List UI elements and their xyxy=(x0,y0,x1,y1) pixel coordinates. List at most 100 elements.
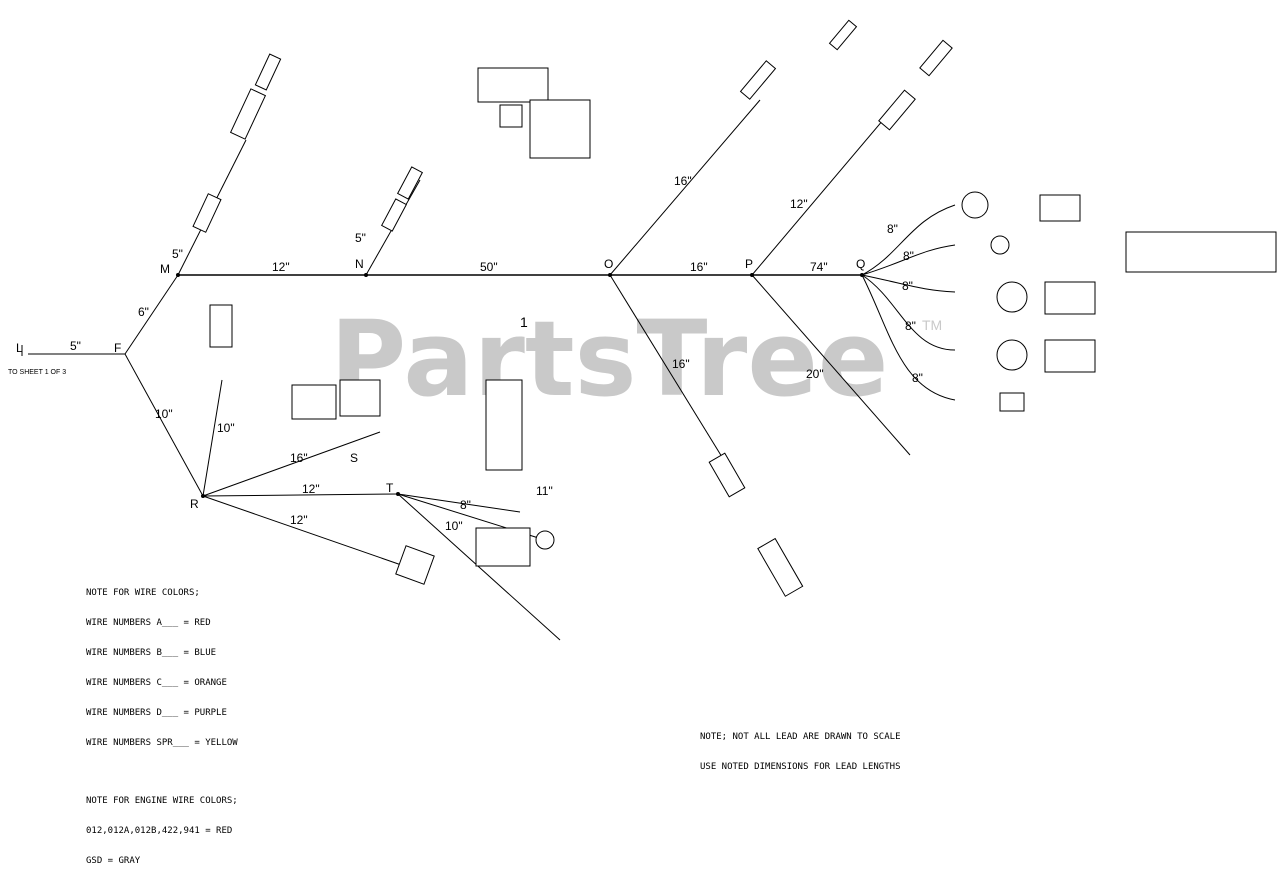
wire-color-notes: NOTE FOR WIRE COLORS; WIRE NUMBERS A___ … xyxy=(86,568,238,876)
dim-r-t: 12" xyxy=(302,482,320,496)
lead-q-4 xyxy=(861,274,956,351)
wire-note-line: WIRE NUMBERS SPR___ = YELLOW xyxy=(86,738,238,748)
node-label-n: N xyxy=(355,257,364,271)
module-n xyxy=(499,104,523,128)
lead-p-down xyxy=(751,274,911,456)
trademark-text: TM xyxy=(922,317,942,333)
label-box-n xyxy=(477,67,549,103)
lead-q-3 xyxy=(861,274,956,293)
dim-q-4: 8" xyxy=(905,319,916,333)
lead-r-up xyxy=(202,379,223,497)
lead-t-a xyxy=(397,493,521,513)
connector-o-down-2 xyxy=(757,537,804,597)
dim-t-b: 11" xyxy=(536,484,553,498)
sheet-reference: TO SHEET 1 OF 3 xyxy=(8,369,66,376)
node-p-dot xyxy=(750,273,754,277)
lead-p-up xyxy=(751,99,901,276)
wire-note-line: WIRE NUMBERS B___ = BLUE xyxy=(86,648,217,658)
scale-note: NOTE; NOT ALL LEAD ARE DRAWN TO SCALE US… xyxy=(700,712,900,782)
dim-p-down: 20" xyxy=(806,367,824,381)
lead-o-up xyxy=(609,99,761,276)
dim-q-1: 8" xyxy=(887,222,898,236)
connector-t-b xyxy=(535,530,555,550)
scale-note-line: USE NOTED DIMENSIONS FOR LEAD LENGTHS xyxy=(700,762,901,772)
plug-q-3 xyxy=(1044,281,1096,315)
connector-m-1 xyxy=(229,88,267,140)
module-r-2 xyxy=(339,379,381,417)
callout-number: 1 xyxy=(520,314,528,330)
lead-r-mid xyxy=(202,431,381,497)
dim-n-o: 50" xyxy=(480,260,498,274)
wire-note-line: NOTE FOR WIRE COLORS; xyxy=(86,588,200,598)
wire-note-line: WIRE NUMBERS A___ = RED xyxy=(86,618,211,628)
dim-p-up: 12" xyxy=(790,197,808,211)
lead-o-down xyxy=(609,274,731,471)
connector-q-3 xyxy=(996,281,1028,313)
key-switch xyxy=(1039,194,1081,222)
module-r-3 xyxy=(485,379,523,471)
connector-q-2 xyxy=(990,235,1010,255)
pto-switch-box xyxy=(1125,231,1277,273)
label-box-t xyxy=(475,527,531,567)
dim-f-m: 6" xyxy=(138,305,149,319)
dim-m-n: 12" xyxy=(272,260,290,274)
engine-note-line: GSD = GRAY xyxy=(86,856,141,866)
lead-q-1 xyxy=(861,204,956,276)
connector-o-down xyxy=(708,452,746,498)
node-label-q: Q xyxy=(856,257,865,271)
connector-p-2 xyxy=(919,39,953,77)
dim-p-q: 74" xyxy=(810,260,828,274)
plug-q-4 xyxy=(1044,339,1096,373)
engine-note-line: NOTE FOR ENGINE WIRE COLORS; xyxy=(86,796,238,806)
wire-note-line: WIRE NUMBERS C___ = ORANGE xyxy=(86,678,227,688)
node-label-f: F xyxy=(114,341,121,355)
lead-q-5 xyxy=(861,274,956,401)
engine-note-line: 012,012A,012B,422,941 = RED xyxy=(86,826,233,836)
node-q-dot xyxy=(860,273,864,277)
node-n-dot xyxy=(364,273,368,277)
dim-q-5: 8" xyxy=(912,371,923,385)
dim-t-a: 8" xyxy=(460,498,471,512)
key-switch-plug xyxy=(961,191,989,219)
dim-q-3: 8" xyxy=(902,279,913,293)
lead-t-c xyxy=(397,493,561,641)
dim-l-f: 5" xyxy=(70,339,81,353)
node-label-m: M xyxy=(160,262,170,276)
lead-q-2 xyxy=(861,244,956,276)
lead-f-r xyxy=(124,353,204,497)
dim-o-up: 16" xyxy=(674,174,692,188)
dim-o-p: 16" xyxy=(690,260,708,274)
node-r-dot xyxy=(201,494,205,498)
connector-m-3 xyxy=(192,193,222,233)
switch-q-5 xyxy=(999,392,1025,412)
connector-n-1 xyxy=(396,166,424,200)
dim-m-branch: 5" xyxy=(172,247,183,261)
dim-r-up: 10" xyxy=(217,421,235,435)
node-o-dot xyxy=(608,273,612,277)
engine-plug xyxy=(395,545,435,585)
wiring-diagram: PartsTree TM xyxy=(8,19,1277,866)
node-label-l: L xyxy=(16,341,23,355)
connector-o-2 xyxy=(828,19,858,51)
lead-r-t xyxy=(202,493,399,497)
dim-t-c: 10" xyxy=(445,519,463,533)
watermark-text: PartsTree xyxy=(330,298,888,420)
harness-drawing: PartsTree TM xyxy=(8,19,1277,641)
node-m-dot xyxy=(176,273,180,277)
connector-n-2 xyxy=(380,198,408,232)
dim-r-mid: 16" xyxy=(290,451,308,465)
wire-note-line: WIRE NUMBERS D___ = PURPLE xyxy=(86,708,227,718)
dim-f-r: 10" xyxy=(155,407,173,421)
relay-r xyxy=(209,304,233,348)
connector-o-1 xyxy=(739,60,777,100)
module-r-1 xyxy=(291,384,337,420)
dim-n-branch: 5" xyxy=(355,231,366,245)
dim-o-down: 16" xyxy=(672,357,690,371)
connector-q-4 xyxy=(996,339,1028,371)
connector-m-2 xyxy=(254,53,282,91)
note-box-n xyxy=(529,99,591,159)
node-label-o: O xyxy=(604,257,613,271)
lead-r-down xyxy=(202,495,411,569)
node-label-r: R xyxy=(190,497,199,511)
node-label-s: S xyxy=(350,451,358,465)
